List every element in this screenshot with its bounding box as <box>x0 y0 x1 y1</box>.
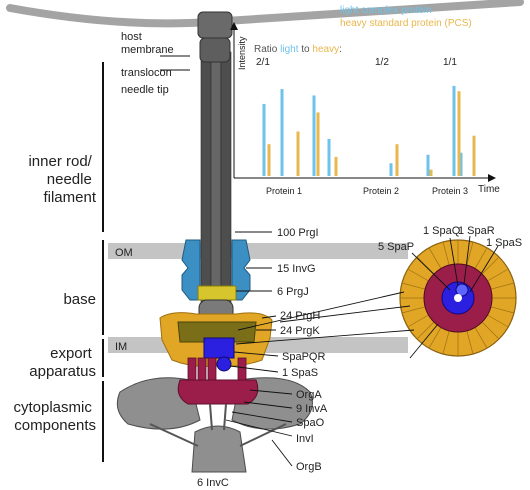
ring-spoke <box>407 268 429 282</box>
ms-ratio-2: 1/2 <box>375 57 389 68</box>
heavy-intensity-bar <box>267 144 271 176</box>
needle-tip-block <box>199 37 231 63</box>
ms-protein-3: Protein 3 <box>432 186 468 196</box>
label-spapqr: SpaPQR <box>282 351 325 363</box>
ms-protein-2: Protein 2 <box>363 186 399 196</box>
prgj-ring <box>197 285 237 301</box>
ms-ylabel: Intensity <box>237 36 247 70</box>
ring-spoke <box>481 321 500 340</box>
ms-xlabel: Time <box>478 184 500 195</box>
ms-y-arrow <box>230 22 238 30</box>
ms-chart: Intensity Time light complex protein hea… <box>230 5 500 196</box>
ring-spoke <box>401 306 426 314</box>
ms-legend-light: light complex protein <box>340 5 432 16</box>
ring-spoke <box>466 241 474 266</box>
label-spao: SpaO <box>296 417 325 429</box>
spas-dot <box>216 356 232 372</box>
label-invi: InvI <box>296 433 314 445</box>
light-intensity-bar <box>312 95 316 176</box>
ms-ratio-1: 2/1 <box>256 57 270 68</box>
ring-spoke <box>428 247 442 269</box>
heavy-intensity-bar <box>395 144 399 176</box>
ms-x-arrow <box>488 174 496 182</box>
ring-spoke <box>481 256 500 275</box>
ring-spoke <box>490 306 515 314</box>
label-spas-cross: 1 SpaS <box>486 237 522 249</box>
label-inva: 9 InvA <box>296 403 328 415</box>
label-orga: OrgA <box>296 389 322 401</box>
light-intensity-bar <box>327 138 331 176</box>
ring-spoke <box>487 268 509 282</box>
export-label: export apparatus <box>29 345 96 380</box>
ms-ratio-caption: Ratio light to heavy: <box>254 44 342 55</box>
heavy-intensity-bar <box>296 131 300 176</box>
label-orgb: OrgB <box>296 461 322 473</box>
label-invg: 15 InvG <box>277 263 316 275</box>
cross-section <box>399 239 517 357</box>
inner-rod-label: inner rod/ needle filament <box>28 153 96 206</box>
ms-ratio-3: 1/1 <box>443 57 457 68</box>
host-membrane-label: host membrane <box>121 31 174 56</box>
heavy-intensity-bar <box>334 156 338 176</box>
ring-spoke <box>490 282 515 290</box>
ms-legend-heavy: heavy standard protein (PCS) <box>340 18 472 29</box>
ring-spoke <box>442 241 450 266</box>
om-label: OM <box>115 247 133 259</box>
ring-spoke <box>407 314 429 328</box>
needle-tip-label: needle tip <box>121 84 169 96</box>
light-intensity-bar <box>452 85 456 176</box>
label-prgj: 6 PrgJ <box>277 286 309 298</box>
spapqr-block <box>203 337 235 359</box>
label-spas: 1 SpaS <box>282 367 318 379</box>
cross-section-leaders <box>235 235 499 359</box>
translocon-block <box>197 11 233 39</box>
base-label: base <box>63 291 96 308</box>
orgb-stalks <box>149 403 287 447</box>
heavy-intensity-bar <box>457 91 461 176</box>
label-invc: 6 InvC <box>197 477 229 489</box>
translocon-label: translocon <box>121 67 172 79</box>
heavy-intensity-bar <box>429 169 433 176</box>
ms-protein-1: Protein 1 <box>266 186 302 196</box>
ring-spoke <box>487 314 509 328</box>
outer-membrane-band <box>108 243 408 259</box>
ring-spoke <box>466 330 474 355</box>
ring-spoke <box>428 327 442 349</box>
ring-spoke <box>442 330 450 355</box>
label-spar: 1 SpaR <box>458 225 495 237</box>
ring-spoke <box>416 321 435 340</box>
light-intensity-bar <box>262 103 266 176</box>
light-intensity-bar <box>426 154 430 176</box>
label-spaq: 1 SpaQ <box>423 225 461 237</box>
cytoplasmic-label: cytoplasmic components <box>13 399 96 434</box>
light-intensity-bar <box>389 163 393 176</box>
label-prgk: 24 PrgK <box>280 325 320 337</box>
prgk-inner <box>177 321 257 343</box>
ring-spoke <box>474 247 488 269</box>
im-label: IM <box>115 341 127 353</box>
light-intensity-bar <box>280 89 284 176</box>
leader-lines <box>160 55 293 467</box>
heavy-intensity-bar <box>316 112 320 176</box>
ring-spoke <box>401 282 426 290</box>
label-spap: 5 SpaP <box>378 241 414 253</box>
invg-secretin <box>181 239 251 301</box>
label-prgi: 100 PrgI <box>277 227 319 239</box>
light-intensity-bar <box>459 152 463 176</box>
component-labels: 100 PrgI 15 InvG 6 PrgJ 24 PrgH 24 PrgK … <box>197 227 328 489</box>
ring-spoke <box>474 327 488 349</box>
heavy-intensity-bar <box>472 135 476 176</box>
cross-section-labels: 5 SpaP 1 SpaQ 1 SpaR 1 SpaS <box>378 225 522 253</box>
inva-ring <box>177 379 259 405</box>
